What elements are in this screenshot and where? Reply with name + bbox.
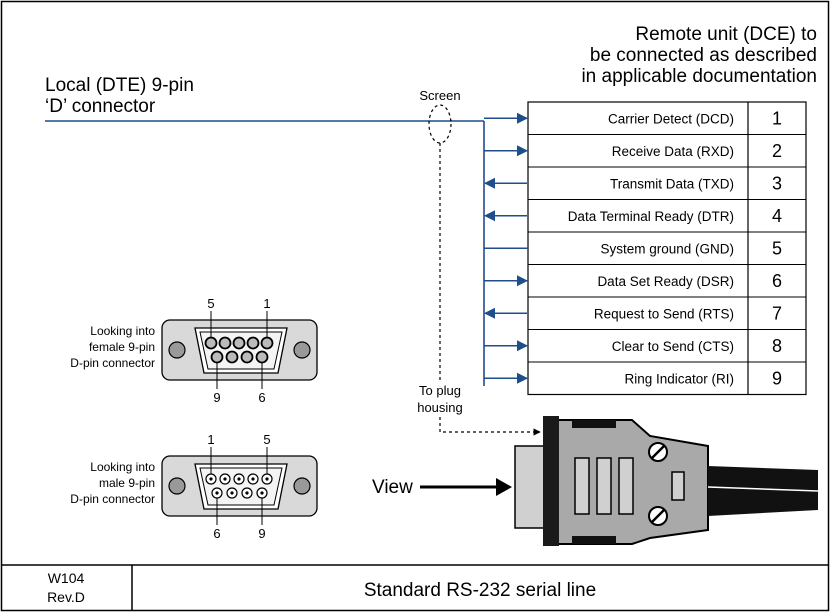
female-pin-socket bbox=[204, 336, 218, 350]
male-pin-center bbox=[251, 477, 255, 481]
signal-pin: 9 bbox=[772, 368, 782, 388]
remote-unit-title-line3: in applicable documentation bbox=[581, 66, 817, 87]
signal-name: Carrier Detect (DCD) bbox=[608, 111, 734, 126]
latch-bottom bbox=[572, 536, 616, 544]
female-pin-socket bbox=[260, 336, 274, 350]
male-connector: Looking into male 9-pin D-pin connector … bbox=[70, 432, 318, 541]
plug-flange bbox=[543, 416, 559, 546]
female-right-screw bbox=[293, 341, 311, 359]
local-connector-title-line1: Local (DTE) 9-pin bbox=[45, 75, 194, 96]
male-pin-label-bottom-right: 9 bbox=[258, 526, 265, 541]
male-pin-center bbox=[260, 491, 264, 495]
female-caption-line2: female 9-pin bbox=[89, 340, 155, 354]
signal-pin: 3 bbox=[772, 173, 782, 193]
signal-name: Clear to Send (CTS) bbox=[612, 339, 734, 354]
signal-name: Request to Send (RTS) bbox=[594, 306, 734, 321]
female-pin-socket bbox=[240, 350, 254, 364]
female-pin-label-bottom-left: 9 bbox=[213, 390, 220, 405]
signal-pin: 5 bbox=[772, 238, 782, 258]
female-pin-label-top-right: 1 bbox=[263, 296, 270, 311]
female-pin-socket bbox=[225, 350, 239, 364]
signal-name: System ground (GND) bbox=[600, 241, 734, 256]
male-pin-center bbox=[237, 477, 241, 481]
remote-unit-title-line1: Remote unit (DCE) to bbox=[635, 24, 817, 45]
male-pin-label-top-left: 1 bbox=[207, 432, 214, 447]
male-left-screw bbox=[168, 477, 186, 495]
signal-pin: 1 bbox=[772, 108, 782, 128]
female-pin-socket bbox=[246, 336, 260, 350]
latch-top bbox=[572, 420, 616, 428]
female-pin-label-bottom-right: 6 bbox=[258, 390, 265, 405]
signal-pin: 6 bbox=[772, 271, 782, 291]
signal-pin: 4 bbox=[772, 206, 782, 226]
signal-pin: 8 bbox=[772, 336, 782, 356]
signal-name: Ring Indicator (RI) bbox=[624, 371, 734, 386]
grip-rib-2 bbox=[596, 457, 612, 515]
male-pin-center bbox=[215, 491, 219, 495]
plug-label-line2: housing bbox=[417, 400, 463, 415]
screw-bottom-slot bbox=[651, 509, 665, 523]
male-caption-line1: Looking into bbox=[90, 460, 155, 474]
screw-top-slot bbox=[651, 445, 665, 459]
doc-revision: Rev.D bbox=[47, 589, 85, 605]
male-pin-center bbox=[230, 491, 234, 495]
plug-housing-arrow bbox=[439, 417, 541, 436]
wiring bbox=[45, 120, 485, 386]
female-caption-line3: D-pin connector bbox=[70, 356, 155, 370]
male-caption-line3: D-pin connector bbox=[70, 492, 155, 506]
screen-ellipse bbox=[428, 104, 452, 144]
female-pin-socket bbox=[218, 336, 232, 350]
doc-id: W104 bbox=[48, 570, 85, 586]
local-connector-title-line2: ‘D’ connector bbox=[45, 96, 156, 117]
female-left-screw bbox=[168, 341, 186, 359]
signal-name: Data Set Ready (DSR) bbox=[597, 274, 734, 289]
female-pins bbox=[204, 336, 274, 364]
female-pin-label-top-left: 5 bbox=[207, 296, 214, 311]
male-pin-center bbox=[245, 491, 249, 495]
signal-pin: 7 bbox=[772, 303, 782, 323]
grip-rib-4 bbox=[671, 471, 685, 501]
signal-name: Transmit Data (TXD) bbox=[610, 176, 734, 191]
diagram-title: Standard RS-232 serial line bbox=[364, 580, 596, 601]
signal-name: Data Terminal Ready (DTR) bbox=[568, 209, 734, 224]
plug-cable bbox=[708, 466, 818, 516]
male-caption-line2: male 9-pin bbox=[99, 476, 155, 490]
male-pin-center bbox=[223, 477, 227, 481]
male-pin-center bbox=[209, 477, 213, 481]
female-caption-line1: Looking into bbox=[90, 324, 155, 338]
female-connector: Looking into female 9-pin D-pin connecto… bbox=[70, 296, 318, 405]
signal-name: Receive Data (RXD) bbox=[612, 144, 734, 159]
male-face-inner bbox=[199, 467, 283, 506]
male-right-screw bbox=[293, 477, 311, 495]
plug-label-line1: To plug bbox=[419, 383, 461, 398]
view-arrow-head bbox=[496, 478, 512, 496]
female-pin-socket bbox=[232, 336, 246, 350]
signal-pin: 2 bbox=[772, 141, 782, 161]
male-pin-label-bottom-left: 6 bbox=[213, 526, 220, 541]
female-pin-socket bbox=[255, 350, 269, 364]
male-pin-label-top-right: 5 bbox=[263, 432, 270, 447]
grip-rib-3 bbox=[618, 457, 634, 515]
male-pins bbox=[205, 473, 273, 499]
cable-highlight bbox=[707, 486, 819, 492]
dsub-plug-illustration bbox=[514, 416, 819, 546]
male-pin-center bbox=[265, 477, 269, 481]
remote-unit-title-line2: be connected as described bbox=[590, 45, 817, 66]
view-label: View bbox=[372, 477, 413, 498]
grip-rib-1 bbox=[574, 457, 590, 515]
female-pin-socket bbox=[210, 350, 224, 364]
screen-label: Screen bbox=[419, 88, 460, 103]
